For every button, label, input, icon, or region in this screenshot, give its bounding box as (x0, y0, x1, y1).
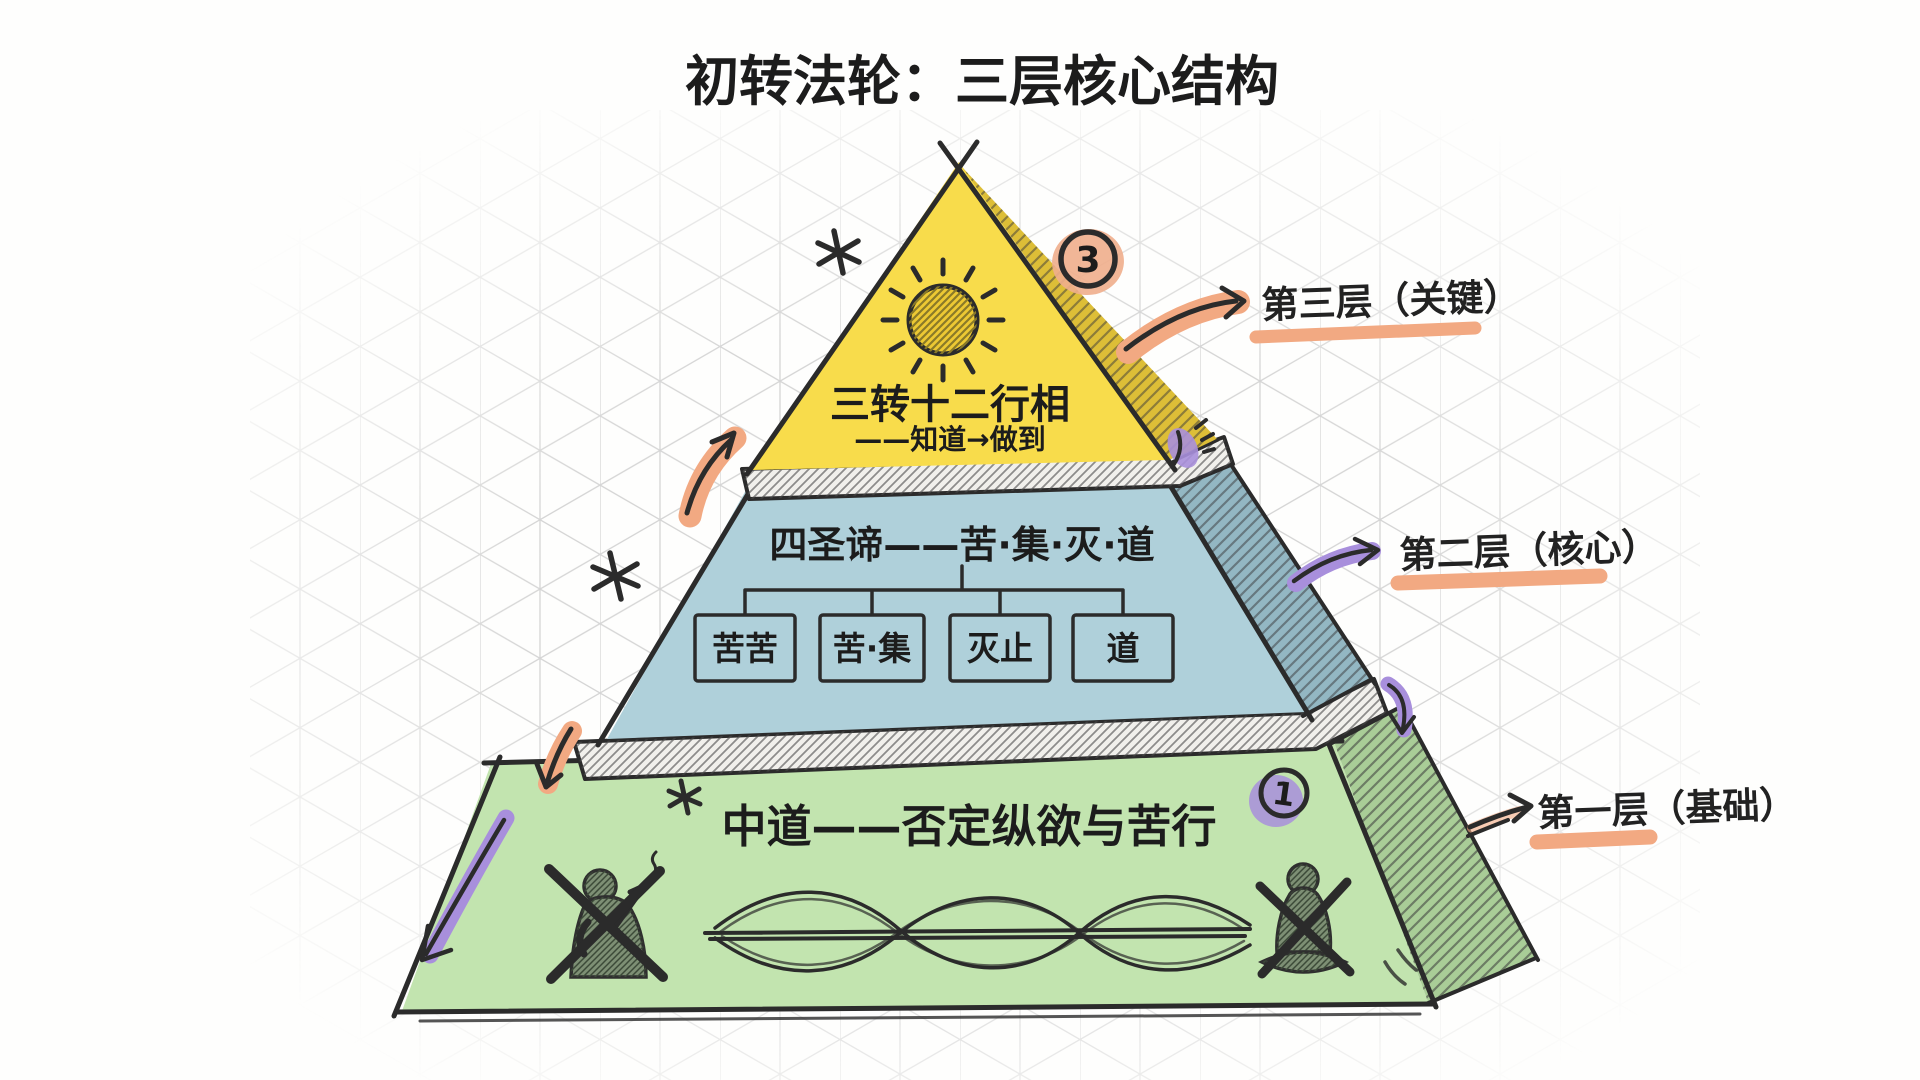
tier3-label: 三转十二行相 (830, 382, 1070, 428)
tier2-face (607, 478, 1307, 739)
badge-1-number: 1 (1270, 774, 1297, 815)
tier2-box (693, 613, 797, 683)
cross-out-icon (1255, 877, 1355, 979)
purple-long-arrow-icon (419, 809, 515, 964)
annotation-layer3: 第三层（关键） (1116, 275, 1521, 364)
annotation-layer1: 第一层（基础） (1466, 783, 1797, 850)
tier2-box-label: 苦苦 (712, 629, 778, 668)
orange-arrow-icon (1123, 298, 1239, 352)
tier2-box (818, 613, 926, 683)
tier3-sublabel: ——知道→做到 (854, 423, 1045, 456)
badge-3: 3 (1052, 228, 1124, 296)
tier2-box-label: 道 (1107, 629, 1140, 668)
cross-out-icon (544, 864, 668, 984)
orange-arrow-down-icon (534, 721, 582, 794)
sun-icon (880, 257, 1006, 383)
annotation-layer1-label: 第一层（基础） (1537, 783, 1797, 835)
page-title: 初转法轮：三层核心结构 (685, 50, 1279, 113)
peach-underline (1249, 321, 1482, 344)
purple-arrow-icon (1291, 547, 1374, 584)
asterisk-icon (666, 778, 703, 816)
purple-arrow-down-icon (1380, 676, 1416, 738)
pyramid: 中道——否定纵欲与苦行 (391, 139, 1540, 1023)
black-arrow-icon (1467, 804, 1530, 830)
orange-arrow-up-icon (678, 426, 747, 528)
tier1-face (402, 742, 1428, 1011)
annotation-layer2-label: 第二层（核心） (1399, 525, 1659, 577)
tier2-box-group: 苦苦 苦·集 灭止 道 (693, 613, 1175, 683)
asterisk-icon (590, 550, 641, 602)
annotation-layer3-label: 第三层（关键） (1261, 275, 1521, 327)
tier2-bracket (743, 564, 1125, 616)
tier2-box-label: 灭止 (967, 629, 1033, 668)
tier-2-middle: 四圣谛——苦·集·灭·道 苦苦 苦·集 灭止 道 (595, 458, 1377, 748)
tier2-label: 四圣谛——苦·集·灭·道 (769, 523, 1154, 567)
annotation-layer2: 第二层（核心） (1287, 525, 1659, 592)
asterisk-icon (815, 228, 862, 276)
badge-3-number: 3 (1075, 240, 1100, 281)
tier-3-top: 三转十二行相 ——知道→做到 (744, 139, 1220, 477)
meditator-figure-icon (1255, 862, 1418, 986)
badge-1: 1 (1249, 767, 1310, 827)
smoker-figure-icon (544, 850, 668, 984)
peach-underline (1390, 568, 1608, 591)
tier-1-bottom: 中道——否定纵欲与苦行 (391, 702, 1540, 1023)
wave-lines-icon (703, 890, 1252, 973)
tier2-box-label: 苦·集 (833, 629, 912, 668)
purple-scribble-icon (1167, 418, 1216, 468)
tier1-label: 中道——否定纵欲与苦行 (721, 800, 1216, 853)
tier2-box (1071, 613, 1175, 683)
tier2-box (948, 613, 1052, 683)
peach-underline (1529, 829, 1658, 850)
